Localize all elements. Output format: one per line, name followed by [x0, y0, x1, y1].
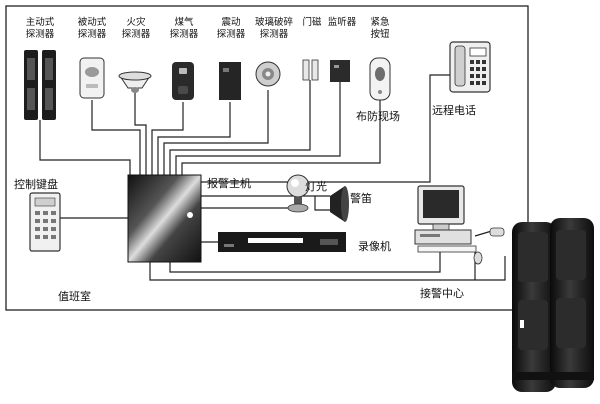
- detector-label-glass: 玻璃破碎 探测器: [246, 17, 302, 41]
- detector-label-line2: 探测器: [121, 29, 151, 40]
- detector-label-line2: 探测器: [77, 29, 107, 40]
- keypad-icon: [29, 192, 61, 252]
- active-infrared-detector-icon: [24, 50, 56, 120]
- phone-icon: [449, 41, 491, 93]
- passive-infrared-detector-icon: [79, 57, 105, 99]
- remote-phone-label: 远程电话: [432, 104, 476, 117]
- detector-label-line1: 震动: [221, 17, 241, 28]
- recorder-label: 录像机: [358, 240, 391, 253]
- audio-monitor-icon: [330, 60, 350, 82]
- detector-label-line1: 玻璃破碎: [254, 17, 293, 28]
- detector-label-emergency: 紧急 按钮: [362, 17, 398, 41]
- detector-label-line2: 探测器: [169, 29, 199, 40]
- siren-label: 警笛: [350, 192, 372, 205]
- detector-label-line2: 探测器: [216, 29, 246, 40]
- gas-detector-icon: [172, 62, 194, 100]
- alarm-host-icon: [127, 174, 202, 263]
- detector-label-line2: 按钮: [370, 29, 390, 40]
- detector-label-door: 门磁: [296, 17, 328, 29]
- detector-label-passive: 被动式 探测器: [68, 17, 116, 41]
- smoke-detector-icon: [118, 71, 152, 93]
- lamp-icon: [286, 174, 310, 213]
- detector-label-line1: 门磁: [302, 17, 322, 28]
- recorder-icon: [218, 232, 346, 252]
- detector-label-line1: 火灾: [126, 17, 146, 28]
- detector-label-line2: 探测器: [25, 29, 55, 40]
- detector-label-monitor: 监听器: [322, 17, 362, 29]
- vibration-detector-icon: [219, 62, 241, 100]
- detector-label-line1: 监听器: [327, 17, 357, 28]
- detector-label-line1: 煤气: [174, 17, 194, 28]
- keypad-label: 控制键盘: [14, 178, 58, 191]
- detector-label-gas: 煤气 探测器: [160, 17, 208, 41]
- panel-frame: [5, 5, 529, 311]
- host-label: 报警主机: [207, 177, 251, 190]
- detector-label-line1: 被动式: [77, 17, 107, 28]
- detector-label-active: 主动式 探测器: [16, 17, 64, 41]
- siren-icon: [330, 186, 349, 222]
- glass-break-detector-icon: [255, 61, 281, 87]
- detector-label-line1: 紧急: [370, 17, 390, 28]
- site-label: 布防现场: [356, 110, 400, 123]
- center-label: 接警中心: [420, 287, 464, 300]
- detector-label-line2: 探测器: [259, 29, 289, 40]
- detector-label-line1: 主动式: [25, 17, 55, 28]
- system-wires: [60, 74, 506, 281]
- light-label: 灯光: [305, 180, 327, 193]
- computer-icon: [414, 185, 505, 265]
- beam-detector-icon: [512, 218, 594, 392]
- detector-label-fire: 火灾 探测器: [112, 17, 160, 41]
- duty-room-label: 值班室: [58, 290, 91, 303]
- emergency-button-icon: [369, 57, 391, 101]
- detector-label-vibration: 震动 探测器: [207, 17, 255, 41]
- door-magnet-icon: [302, 59, 319, 81]
- detector-wires: [39, 80, 381, 175]
